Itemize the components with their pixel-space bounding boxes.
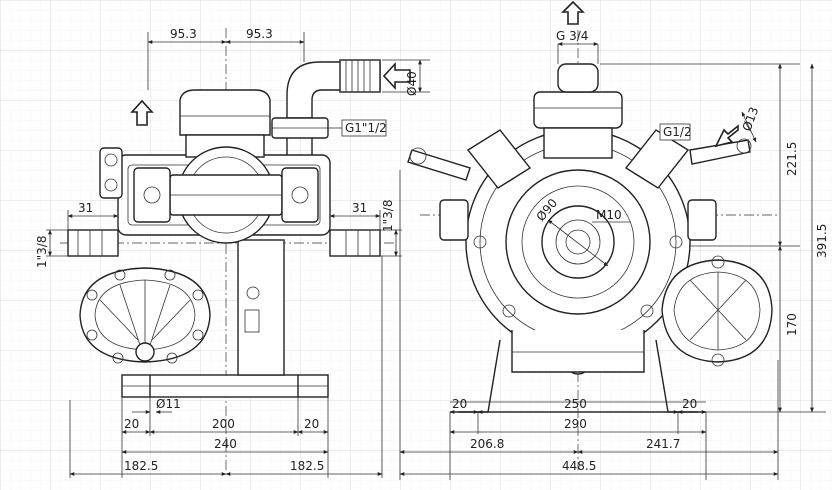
dim-right-bottom-448: 448.5 <box>562 459 596 473</box>
right-accumulator <box>661 255 773 367</box>
dim-vertical-170: 170 <box>785 313 799 336</box>
left-view: 95.3 95.3 Ø40 G1"1/2 31 31 1"3/8 1"3/8 <box>35 27 430 478</box>
dim-right-bottom-20-right: 20 <box>682 397 697 411</box>
dim-left-thread: 1"3/8 <box>35 236 49 268</box>
left-shaft <box>67 229 119 257</box>
right-inlet-arrow <box>714 124 739 148</box>
dim-bottom-240: 240 <box>214 437 237 451</box>
dim-right-bottom-20-left: 20 <box>452 397 467 411</box>
dim-bottom-182-left: 182.5 <box>124 459 158 473</box>
dim-right-bottom-206: 206.8 <box>470 437 504 451</box>
left-flow-up-arrow <box>130 99 154 126</box>
dim-bottom-20-right: 20 <box>304 417 319 431</box>
dim-right-bottom-250: 250 <box>564 397 587 411</box>
right-view: G 3/4 G1/2 Ø13 Ø90 M10 221.5 170 391.5 <box>399 0 829 480</box>
label-side-thread: G1/2 <box>663 125 692 139</box>
right-flow-up-arrow <box>561 0 585 25</box>
left-support <box>237 239 285 376</box>
left-accumulator <box>79 267 211 364</box>
dim-right-bottom-241: 241.7 <box>646 437 680 451</box>
dim-right-bottom-290: 290 <box>564 417 587 431</box>
dim-top-95-right: 95.3 <box>246 27 273 41</box>
left-top-cap <box>179 89 271 136</box>
dim-top-thread: G 3/4 <box>556 29 588 43</box>
label-outlet-thread: G1"1/2 <box>345 121 387 135</box>
dim-top-95-left: 95.3 <box>170 27 197 41</box>
dim-vertical-391: 391.5 <box>815 224 829 258</box>
dim-bottom-200: 200 <box>212 417 235 431</box>
dim-outlet-diameter: Ø40 <box>405 71 419 96</box>
label-bolt: M10 <box>596 208 622 222</box>
dim-bottom-20-left: 20 <box>124 417 139 431</box>
dim-right-thread: 1"3/8 <box>381 200 395 232</box>
dim-right-31: 31 <box>352 201 367 215</box>
left-inlet-arrow <box>382 61 411 91</box>
right-shaft <box>329 229 381 257</box>
dim-left-31: 31 <box>78 201 93 215</box>
dim-bottom-182-right: 182.5 <box>290 459 324 473</box>
dim-hole-diameter: Ø11 <box>156 397 181 411</box>
dim-vertical-221: 221.5 <box>785 142 799 176</box>
right-top-cap <box>533 91 623 129</box>
